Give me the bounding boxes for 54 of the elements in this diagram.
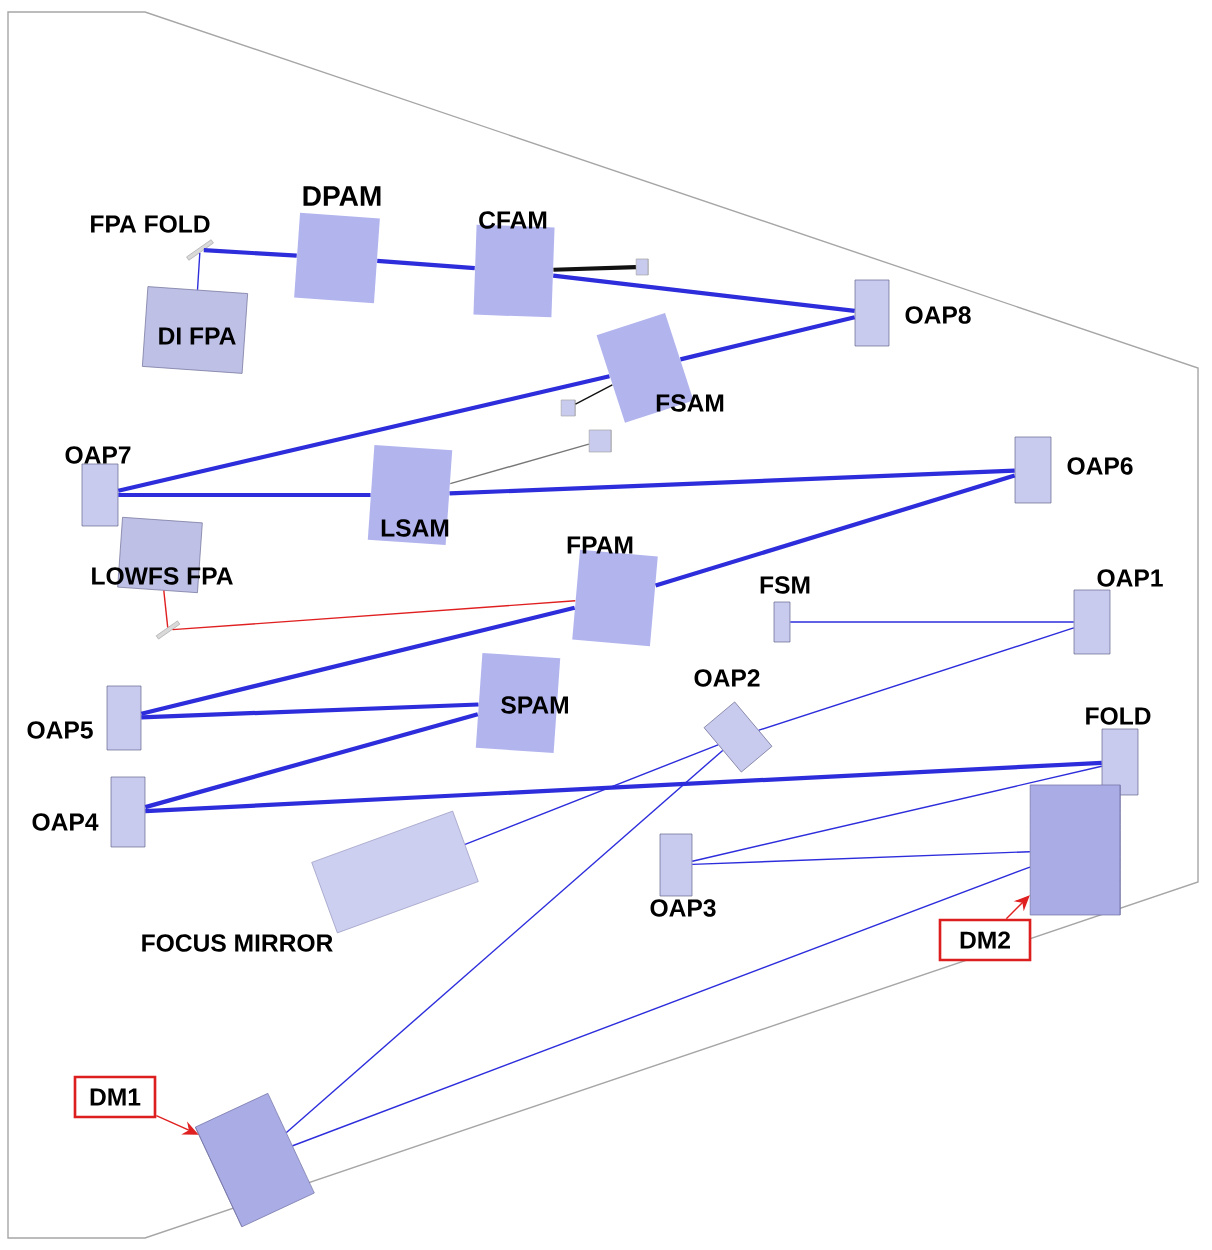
component-label: LSAM (381, 519, 449, 537)
light-beam (789, 621, 1075, 623)
light-beam (144, 712, 479, 810)
component-label: SPAM (501, 696, 568, 714)
component-label: LOWFS FPA (92, 567, 233, 585)
light-beam (285, 749, 724, 1134)
component-label: DPAM (303, 186, 381, 206)
light-beam (654, 473, 1016, 588)
component-label: OAP2 (694, 669, 760, 687)
light-beam (377, 258, 475, 271)
component-label: FPA FOLD (91, 215, 210, 233)
light-beam (117, 374, 610, 493)
component-label: DI FPA (159, 327, 236, 345)
component-label: FOLD (1086, 707, 1151, 725)
component-label: FSM (760, 576, 810, 594)
light-beam (203, 248, 297, 258)
mirror-drawing (588, 429, 612, 453)
light-beam (691, 851, 1031, 866)
light-beam (140, 605, 576, 716)
light-beam (163, 590, 169, 629)
component-label: OAP5 (27, 721, 93, 739)
component-label: FOCUS MIRROR (142, 934, 333, 952)
light-beam (449, 468, 1015, 496)
fold-mirror (155, 620, 181, 640)
light-beam (141, 702, 479, 720)
component-label: OAP4 (32, 813, 99, 831)
light-beam (145, 760, 1102, 814)
component-label: CFAM (479, 211, 547, 229)
light-beam (196, 252, 201, 291)
deformable-mirror-drawing (1029, 784, 1121, 916)
light-beam (574, 384, 613, 405)
mirror-drawing (560, 399, 576, 417)
callout-box: DM1 (73, 1075, 157, 1119)
light-beam (449, 443, 590, 485)
deformable-mirror-drawing (195, 1092, 315, 1228)
component-label: OAP7 (65, 446, 131, 464)
component-label: OAP6 (1067, 457, 1133, 475)
mirror-drawing (635, 258, 649, 276)
callout-box: DM2 (938, 918, 1032, 962)
light-beam (553, 265, 636, 272)
light-beam (552, 273, 855, 314)
component-label: FPAM (567, 536, 633, 554)
light-beam (118, 492, 371, 498)
light-beam (691, 765, 1103, 862)
component-label: OAP3 (650, 899, 716, 917)
component-label: FSAM (656, 394, 724, 412)
component-label: OAP1 (1097, 569, 1163, 587)
light-beam (679, 315, 856, 362)
light-beam (758, 627, 1075, 731)
callout-arrow (1005, 895, 1030, 920)
light-beam (171, 600, 576, 631)
light-beam (464, 744, 719, 846)
light-beam (292, 866, 1031, 1147)
component-label: OAP8 (905, 306, 971, 324)
